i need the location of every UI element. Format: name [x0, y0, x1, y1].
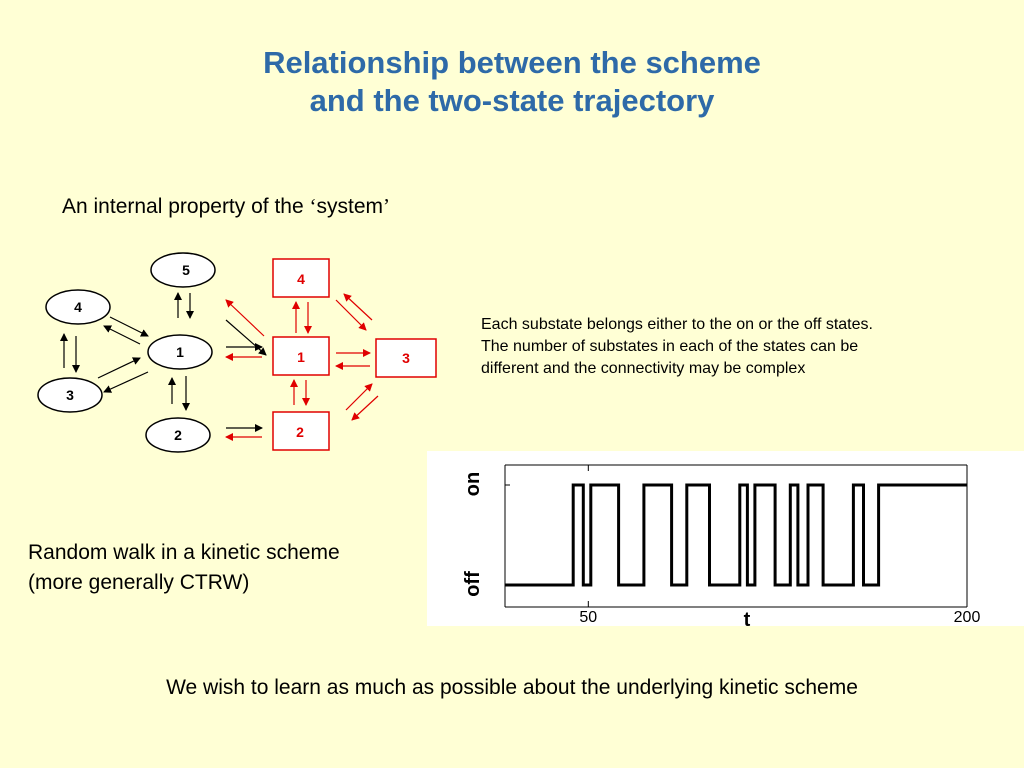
ellipse-node-3-label: 3	[66, 387, 74, 403]
ellipse-node-1-label: 1	[176, 344, 184, 360]
arrow-4-to-1	[109, 316, 149, 337]
ellipse-node-3: 3	[37, 377, 103, 413]
arrow-e1-to-box4	[225, 299, 265, 337]
box-node-1-label: 1	[297, 349, 305, 365]
substate-description: Each substate belongs either to the on o…	[481, 314, 1001, 380]
arrow-box3-to-box4	[343, 293, 373, 321]
subtitle-open-quote: ‘	[309, 194, 317, 218]
ellipse-node-5-label: 5	[182, 262, 190, 278]
arrow-box3-to-box2	[351, 395, 379, 421]
trajectory-line	[505, 483, 967, 587]
box-node-4-label: 4	[297, 271, 305, 287]
title-line-2: and the two-state trajectory	[309, 83, 715, 118]
subtitle: An internal property of the ‘system’	[62, 194, 390, 219]
description-line-1: Each substate belongs either to the on o…	[481, 316, 873, 333]
plot-background	[427, 451, 1024, 626]
arrow-1-to-4	[103, 325, 141, 345]
plot-frame	[504, 464, 968, 608]
box-node-2-label: 2	[296, 424, 304, 440]
description-line-2: The number of substates in each of the s…	[481, 338, 859, 355]
box-node-3: 3	[375, 338, 437, 378]
box-arrows	[225, 293, 379, 441]
box-node-4: 4	[272, 258, 330, 298]
plot-ticks	[505, 465, 968, 607]
arrow-box2-to-box3	[345, 383, 373, 411]
two-state-trajectory-plot: on off 50 200 t	[427, 451, 1024, 631]
random-walk-line-2: (more generally CTRW)	[28, 571, 250, 594]
arrow-3-to-1	[97, 357, 141, 379]
arrow-box4-to-e1	[225, 319, 267, 356]
subtitle-close-quote: ’	[383, 194, 390, 218]
title-line-1: Relationship between the scheme	[263, 45, 761, 80]
ellipse-arrows	[60, 292, 267, 432]
ellipse-node-4-label: 4	[74, 299, 82, 315]
description-line-3: different and the connectivity may be co…	[481, 360, 806, 377]
x-axis-label: t	[744, 609, 751, 631]
box-node-3-label: 3	[402, 350, 410, 366]
box-node-2: 2	[272, 411, 330, 451]
ellipse-node-4: 4	[45, 289, 111, 325]
random-walk-line-1: Random walk in a kinetic scheme	[28, 541, 340, 564]
subtitle-word: system	[316, 195, 383, 218]
footer-text: We wish to learn as much as possible abo…	[166, 676, 858, 699]
slide-title: Relationship between the scheme and the …	[0, 44, 1024, 120]
y-label-on: on	[462, 472, 484, 496]
subtitle-prefix: An internal property of the	[62, 195, 310, 218]
arrow-box4-to-box3	[335, 299, 367, 331]
random-walk-text: Random walk in a kinetic scheme (more ge…	[28, 538, 340, 598]
arrow-1-to-3	[103, 371, 149, 393]
x-tick-label-50: 50	[579, 609, 597, 626]
ellipse-node-1: 1	[147, 334, 213, 370]
y-label-off: off	[462, 571, 484, 597]
box-node-1: 1	[272, 336, 330, 376]
ellipse-node-5: 5	[150, 252, 216, 288]
ellipse-node-2-label: 2	[174, 427, 182, 443]
ellipse-node-2: 2	[145, 417, 211, 453]
x-tick-label-200: 200	[954, 609, 981, 626]
